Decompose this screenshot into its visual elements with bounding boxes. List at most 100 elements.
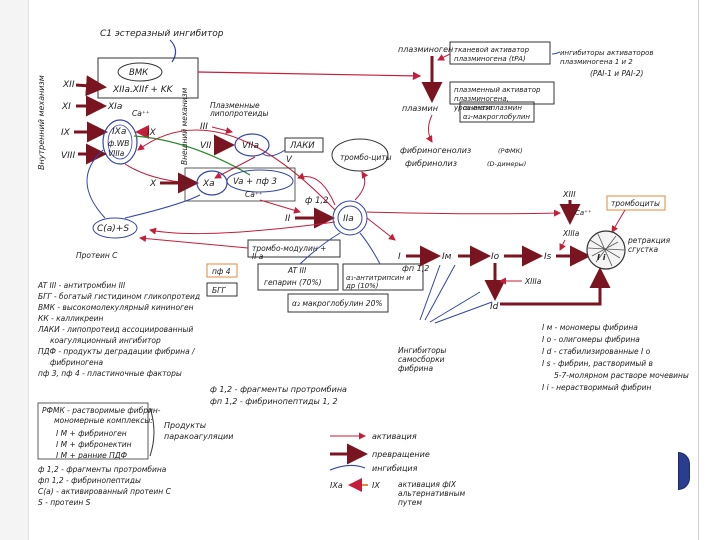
arrow-legend-ixa: IXa xyxy=(330,481,343,490)
legend-right-item-4: I i - нерастворимый фибрин xyxy=(542,383,652,392)
iia-to-xiii-arrow xyxy=(366,209,561,217)
legend-left-item-0: AT III - антитромбин III xyxy=(37,281,126,290)
factor-va-pf3: Va + пф 3 xyxy=(233,177,277,187)
bgg-label: БГГ xyxy=(212,286,226,295)
arrow-legend-inhibition: ингибиция xyxy=(372,464,418,473)
ca-ion-1: Ca⁺⁺ xyxy=(132,109,150,118)
legend-right-item-0: I м - мономеры фибрина xyxy=(542,323,638,332)
xiiia-mid: XIIIa xyxy=(524,277,542,286)
protc-oval xyxy=(92,217,138,239)
legend-bottom-left-item-0: ф 1,2 - фрагменты протромбина xyxy=(38,465,167,474)
fibrinolysis-label: фибринолиз xyxy=(405,159,457,168)
rfmk-bracket xyxy=(149,407,155,457)
legend-left-item-1: БГГ - богатый гистидином гликопротеид xyxy=(38,292,200,301)
legend-bottom-left: ф 1,2 - фрагменты протромбина фп 1,2 - фи… xyxy=(38,465,172,507)
thrombomodulin-label: тромбо-модулин +II a xyxy=(252,244,326,261)
thrombocytes2-box xyxy=(606,195,666,211)
ixa-to-xa-arrow xyxy=(124,163,191,187)
fibrin-id: Id xyxy=(490,302,499,312)
pai-label: (PAI-1 и PAI-2) xyxy=(590,69,644,78)
thrombo-to-clot xyxy=(611,209,626,233)
factor-viia: VIIa xyxy=(242,141,259,151)
clot-fibers xyxy=(587,233,625,267)
ixa-oval xyxy=(102,119,138,165)
rfmk-head: РФМК - растворимые фибрин-мономерные ком… xyxy=(42,406,161,425)
right-border xyxy=(698,0,699,540)
viia-oval xyxy=(234,133,270,157)
fibrin-io: Io xyxy=(491,252,500,262)
a2-antiplasmin: α₂-антиплазмин xyxy=(463,104,522,112)
ixa-oval-inner xyxy=(107,124,133,160)
legend-right-item-1: I o - олигомеры фибрина xyxy=(542,335,640,344)
at3-box xyxy=(257,263,339,291)
factor-vii: VII xyxy=(200,141,212,151)
xiiia-label: XIIIa xyxy=(562,229,580,238)
iii-arrow xyxy=(211,126,233,134)
protc-inhibit-2 xyxy=(124,194,201,219)
prothrombinase-box xyxy=(184,167,296,202)
fibrin-ii: I i xyxy=(597,253,606,262)
factor-xa: Xa xyxy=(202,179,215,189)
plasmin-label: плазмин xyxy=(402,104,438,113)
d-dimers: (D-димеры) xyxy=(487,160,526,168)
legend-mid: ф 1,2 - фрагменты протромбина фп 1,2 - фи… xyxy=(210,385,347,406)
protc-inhibit-1 xyxy=(86,149,106,219)
xiii-label: XIII xyxy=(562,190,576,199)
pf4-label: пф 4 xyxy=(212,267,231,276)
iia-to-fibrinogen-arrow xyxy=(366,217,396,241)
legend-left: AT III - антитромбин III БГГ - богатый ги… xyxy=(37,281,200,378)
factor-ix-right: IX xyxy=(147,128,157,138)
legend-bottom-left-item-1: фп 1,2 - фибринопептиды xyxy=(38,476,141,485)
protein-c-label: Протеин C xyxy=(76,251,118,260)
factor-iii: III xyxy=(200,122,208,132)
arrow-legend-activation: активация xyxy=(372,432,417,441)
va-oval xyxy=(226,169,294,193)
factor-xii: XII xyxy=(62,80,75,90)
extrinsic-label: Внешний механизм xyxy=(180,87,189,165)
vmk-label: ВМК xyxy=(129,68,149,78)
thrombocytes2-label: тромбоциты xyxy=(611,199,660,208)
xiia-complex: XIIa.XIIf + KK xyxy=(112,85,174,95)
factor-xi: XI xyxy=(61,102,71,112)
fibrinogenolysis-label: фибриногенолиз xyxy=(400,146,471,155)
plasminogen-label: плазминоген xyxy=(398,45,453,54)
ca-ion-3: Ca⁺⁺ xyxy=(575,209,592,217)
intrinsic-label: Внутренний механизм xyxy=(37,75,46,170)
thrombomod-arrow xyxy=(139,235,249,249)
a2m-box xyxy=(287,293,389,313)
at3-label: AT III xyxy=(287,266,307,275)
a1at-box xyxy=(342,263,424,291)
legend-left-item-6: пф 3, пф 4 - пластиночные факторы xyxy=(38,369,182,378)
plasma-act-box xyxy=(449,81,555,105)
factor-viiia: VIIIa xyxy=(108,149,125,158)
thrombocytes-oval xyxy=(331,138,389,172)
factor-viii: VIII xyxy=(61,151,75,161)
xii-arrow xyxy=(75,75,107,97)
at3-inhibit xyxy=(299,232,341,265)
factor-xia: XIa xyxy=(107,102,122,112)
vmk-oval xyxy=(117,62,163,82)
legend-right: I м - мономеры фибрина I o - олигомеры фи… xyxy=(542,323,689,392)
fibrin-fp12: фп 1,2 xyxy=(402,264,429,273)
rfmk-item-1: I M + фибронектин xyxy=(56,440,132,449)
factor-ix-left: IX xyxy=(61,128,71,138)
factor-fwf: ф.WB xyxy=(108,139,129,148)
iia-circle-inner xyxy=(337,205,363,231)
legend-bottom-left-item-2: C(a) - активированный протеин С xyxy=(38,487,172,496)
plasmin-to-fibrino xyxy=(425,114,433,143)
laki-inhibit xyxy=(261,149,286,157)
a2-macro2: α₂-макроглобулин xyxy=(463,113,530,121)
legend-right-item-2: I d - стабилизированные I o xyxy=(542,347,651,356)
legend-mid-item-0: ф 1,2 - фрагменты протромбина xyxy=(210,385,347,394)
legend-mid-item-1: фп 1,2 - фибринопептиды 1, 2 xyxy=(210,397,338,406)
iia-to-thrombo-arrow xyxy=(354,171,369,201)
arrow-legend-conversion: превращение xyxy=(372,450,430,459)
